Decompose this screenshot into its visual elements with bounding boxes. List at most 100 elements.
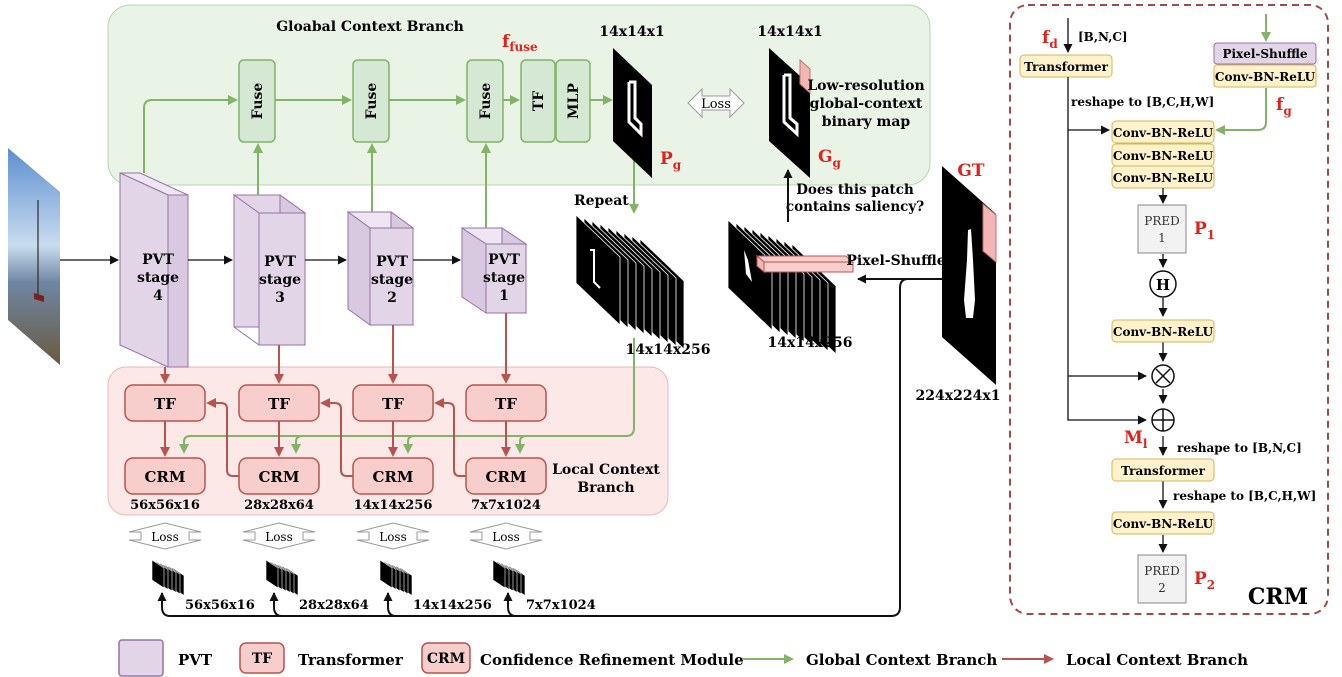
crm-add-operator bbox=[1151, 408, 1175, 432]
crm-pred-1-line2: 1 bbox=[1158, 231, 1166, 245]
repeat-label: Repeat bbox=[574, 193, 629, 209]
crm-conv-5 bbox=[1111, 511, 1215, 535]
pvt-stage-4-line3: 4 bbox=[153, 288, 163, 304]
crm-conv-fg bbox=[1213, 64, 1317, 88]
crm-fg-label: fg bbox=[1276, 95, 1292, 118]
pvt-stage-4-line2: stage bbox=[137, 270, 179, 286]
pg-dim-label: 14x14x1 bbox=[599, 24, 664, 40]
pvt-stage-2-line3: 2 bbox=[387, 290, 397, 306]
gt-dim-label: 224x224x1 bbox=[916, 388, 1001, 404]
crm-transformer-2 bbox=[1111, 458, 1215, 482]
question-line-1: Does this patch bbox=[796, 182, 914, 198]
lowres-line-2: global-context bbox=[810, 96, 923, 112]
pvt-stage-2-line1: PVT bbox=[376, 254, 408, 270]
local-dim-4: 7x7x1024 bbox=[471, 498, 541, 513]
local-loss-arrow-2 bbox=[242, 522, 316, 550]
local-out-dim-4: 7x7x1024 bbox=[526, 598, 596, 613]
gt-arrows bbox=[157, 274, 942, 617]
crm-conv-4-label: Conv-BN-ReLU bbox=[1113, 325, 1214, 339]
global-tf-block: TF bbox=[520, 59, 556, 143]
legend-tf-box: TF bbox=[252, 651, 272, 667]
global-loss-label: Loss bbox=[701, 97, 731, 112]
local-dim-3: 14x14x256 bbox=[354, 498, 433, 513]
pg-label: Pg bbox=[660, 149, 682, 172]
crm-pred-2-line1: PRED bbox=[1144, 564, 1180, 578]
pvt-stage-2-line2: stage bbox=[371, 272, 413, 288]
repeated-maps bbox=[575, 214, 685, 350]
question-line-2: contains saliency? bbox=[786, 199, 924, 215]
legend-pvt-label: PVT bbox=[178, 651, 213, 669]
crm-transformer-1-label: Transformer bbox=[1024, 60, 1108, 74]
gg-label: Gg bbox=[818, 147, 842, 170]
shuffle-dim-label: 14x14x256 bbox=[768, 335, 853, 351]
crm-conv-4 bbox=[1111, 319, 1215, 343]
crm-reshape-2: reshape to [B,N,C] bbox=[1177, 441, 1302, 455]
pg-map bbox=[613, 48, 652, 178]
gt-label: GT bbox=[957, 161, 985, 181]
pvt-stage-3: PVT stage 3 bbox=[232, 194, 307, 346]
local-loss-arrow-4 bbox=[469, 522, 543, 550]
fuse-block-3: Fuse bbox=[466, 59, 504, 143]
local-crm-1 bbox=[124, 457, 206, 495]
crm-conv-fg-label: Conv-BN-ReLU bbox=[1215, 70, 1316, 84]
crm-transformer-1 bbox=[1019, 54, 1113, 78]
legend-tf-label: Transformer bbox=[298, 651, 404, 669]
local-out-dim-2: 28x28x64 bbox=[299, 598, 369, 613]
local-loss-label-2: Loss bbox=[265, 530, 293, 544]
crm-conv-1 bbox=[1111, 120, 1215, 144]
legend-local-label: Local Context Branch bbox=[1066, 651, 1248, 669]
crm-bnc-label: [B,N,C] bbox=[1078, 30, 1128, 44]
legend: PVT TF Transformer CRM Confidence Refine… bbox=[118, 639, 1248, 677]
pixel-shuffle-label: Pixel-Shuffle bbox=[846, 253, 945, 269]
highlight-patch bbox=[755, 254, 855, 274]
pvt-stage-1-line3: 1 bbox=[499, 288, 509, 304]
lowres-line-1: Low-resolution bbox=[807, 78, 924, 94]
local-tf-1-label: TF bbox=[154, 395, 176, 413]
local-tf-4-label: TF bbox=[495, 395, 517, 413]
crm-reshape-1: reshape to [B,C,H,W] bbox=[1071, 95, 1214, 109]
global-tf-label: TF bbox=[531, 91, 547, 111]
local-crm-3-label: CRM bbox=[372, 468, 413, 486]
crm-p1-label: P1 bbox=[1194, 219, 1215, 242]
legend-pvt-swatch bbox=[118, 639, 164, 677]
crm-reshape-3: reshape to [B,C,H,W] bbox=[1173, 489, 1316, 503]
legend-crm-label: Confidence Refinement Module bbox=[480, 651, 744, 669]
crm-pred-1-line1: PRED bbox=[1144, 214, 1180, 228]
legend-crm-box: CRM bbox=[427, 651, 465, 667]
local-dim-2: 28x28x64 bbox=[244, 498, 314, 513]
local-out-dim-1: 56x56x16 bbox=[185, 598, 255, 613]
crm-pixel-shuffle-label: Pixel-Shuffle bbox=[1222, 47, 1307, 61]
legend-tf-swatch bbox=[239, 642, 285, 674]
crm-p2-label: P2 bbox=[1194, 569, 1215, 592]
pvt-stage-1-line1: PVT bbox=[488, 252, 520, 268]
local-crm-4-label: CRM bbox=[485, 468, 526, 486]
local-loss-label-4: Loss bbox=[492, 530, 520, 544]
local-loss-arrow-3 bbox=[356, 522, 430, 550]
input-image bbox=[8, 148, 60, 365]
pvt-stage-2: PVT stage 2 bbox=[346, 211, 415, 326]
global-loss-arrow: Loss bbox=[687, 87, 745, 119]
local-loss-arrow-1 bbox=[128, 522, 202, 550]
crm-conv-5-label: Conv-BN-ReLU bbox=[1113, 517, 1214, 531]
local-dim-1: 56x56x16 bbox=[130, 498, 200, 513]
pvt-stage-1: PVT stage 1 bbox=[460, 227, 528, 314]
gg-dim-label: 14x14x1 bbox=[757, 24, 822, 40]
f-fuse-label: ffuse bbox=[502, 32, 538, 54]
fuse-label-3: Fuse bbox=[478, 83, 494, 120]
fuse-label-2: Fuse bbox=[364, 83, 380, 120]
pvt-stage-4: PVT stage 4 bbox=[119, 172, 189, 368]
crm-ml-label: Ml bbox=[1124, 428, 1148, 451]
crm-multiply-operator bbox=[1151, 364, 1175, 388]
crm-h-label: H bbox=[1156, 276, 1170, 294]
fuse-block-1: Fuse bbox=[238, 59, 276, 143]
crm-fd-label: fd bbox=[1042, 28, 1058, 51]
pvt-stage-3-line3: 3 bbox=[275, 290, 285, 306]
global-mlp-label: MLP bbox=[566, 83, 582, 119]
pvt-stage-3-line2: stage bbox=[259, 272, 301, 288]
legend-crm-swatch bbox=[421, 642, 471, 674]
pvt-stage-4-line1: PVT bbox=[142, 252, 174, 268]
local-branch-title-2: Branch bbox=[577, 480, 634, 496]
crm-panel-title: CRM bbox=[1248, 584, 1308, 610]
